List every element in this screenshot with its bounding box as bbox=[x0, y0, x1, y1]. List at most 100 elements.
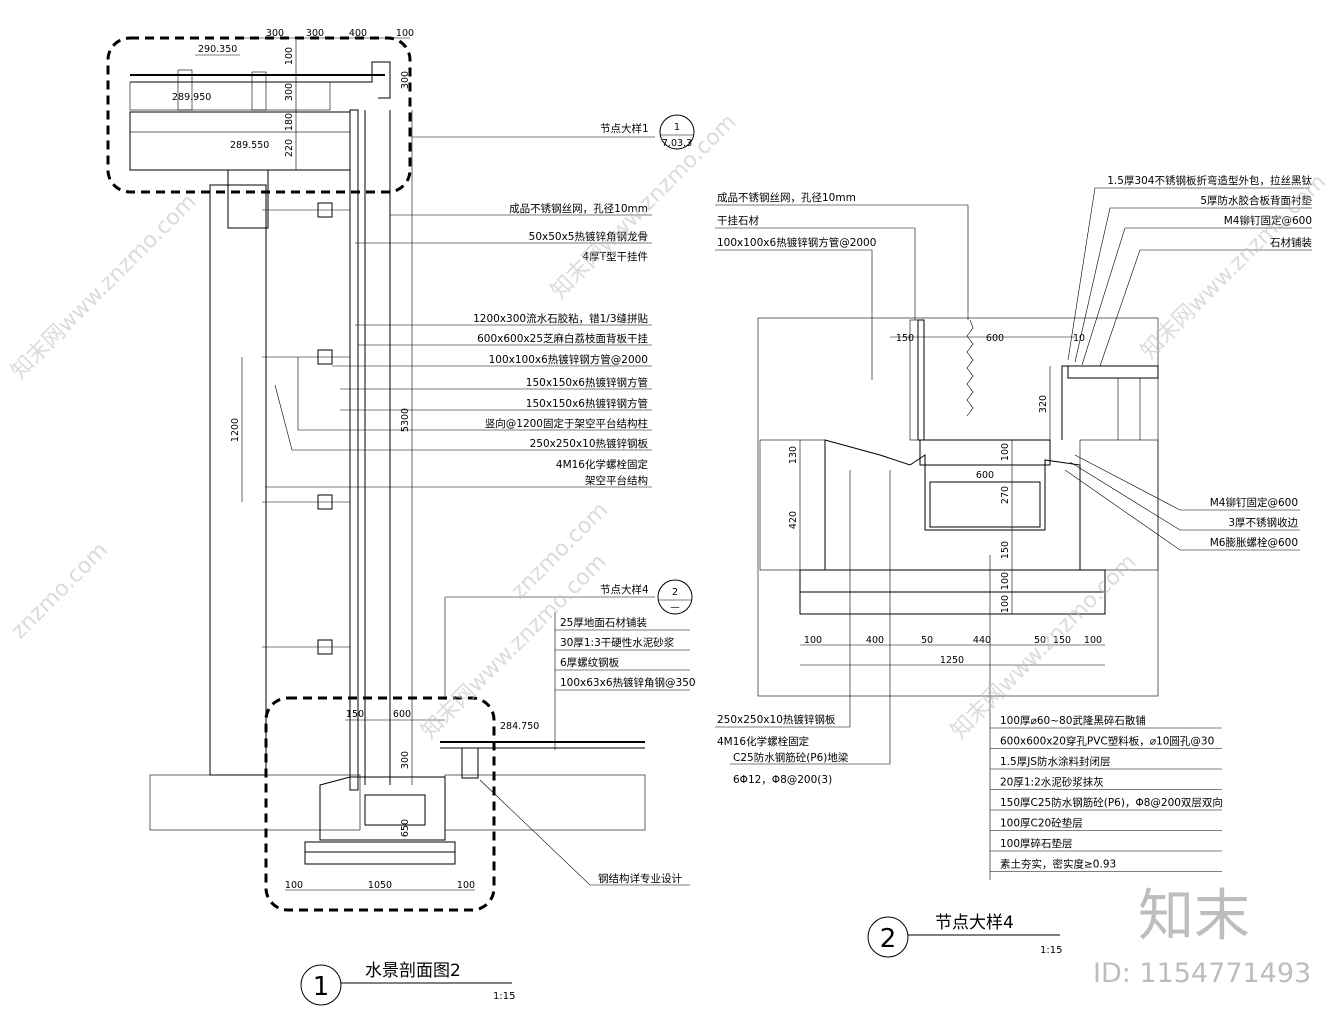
vdim-4: 220 bbox=[284, 139, 295, 157]
d2-dim-b-2: 400 bbox=[866, 635, 884, 646]
detail1-notes: 成品不锈钢丝网，孔径10mm 50x50x5热镀锌角钢龙骨 4厚T型干挂件 12… bbox=[265, 202, 696, 886]
layer-note: 100厚C20砼垫层 bbox=[1000, 817, 1083, 830]
layer-note: 150厚C25防水钢筋砼(P6)，Φ8@200双层双向 bbox=[1000, 796, 1223, 809]
d2-vdim-5: 270 bbox=[1000, 486, 1011, 504]
d2-dim-total: 1250 bbox=[940, 655, 964, 666]
ref1-label: 节点大样1 bbox=[600, 122, 649, 135]
d2-dim-b-5: 50 bbox=[1034, 635, 1046, 646]
base-dim-2: 1050 bbox=[368, 880, 392, 891]
detail2-layer-list: 100厚⌀60~80武隆黑碎石散铺 600x600x20穿孔PVC塑料板，⌀10圆… bbox=[990, 714, 1223, 872]
elevation-3: 289.550 bbox=[230, 140, 269, 151]
dim-top-2: 300 bbox=[306, 28, 324, 39]
detail2-title-text: 节点大样4 bbox=[935, 913, 1014, 933]
note-3: 4厚T型干挂件 bbox=[582, 250, 648, 263]
detail-callout-4 bbox=[264, 696, 496, 912]
note-6: 100x100x6热镀锌钢方管@2000 bbox=[489, 353, 648, 366]
pool-dim-3: 300 bbox=[400, 751, 411, 769]
detail1-scale: 1:15 bbox=[493, 991, 515, 1002]
ref1-sheet: 7.03.3 bbox=[662, 138, 692, 149]
d2-tl-note-1: 成品不锈钢丝网，孔径10mm bbox=[717, 191, 856, 204]
d2-tr-note-4: 石材铺装 bbox=[1270, 236, 1312, 249]
d2-tl-note-3: 100x100x6热镀锌钢方管@2000 bbox=[717, 236, 876, 249]
floor-note-4: 100x63x6热镀锌角钢@350 bbox=[560, 676, 696, 689]
d2-vdim-4: 100 bbox=[1000, 443, 1011, 461]
note-10: 250x250x10热镀锌钢板 bbox=[530, 437, 649, 450]
d2-dim-top-3: 10 bbox=[1073, 333, 1085, 344]
base-dim-1: 100 bbox=[285, 880, 303, 891]
ref4-circle bbox=[657, 579, 693, 615]
d2-tl-note-2: 干挂石材 bbox=[717, 214, 759, 227]
d2-tr-note-1: 1.5厚304不锈钢板折弯造型外包，拉丝黑钛 bbox=[1107, 174, 1312, 187]
d2-vdim-1: 320 bbox=[1038, 395, 1049, 413]
pool-dim-2: 600 bbox=[393, 709, 411, 720]
note-4: 1200x300流水石胶粘，错1/3缝拼贴 bbox=[473, 312, 648, 325]
d2-r-note-2: 3厚不锈钢收边 bbox=[1228, 516, 1298, 529]
height-dim: 5300 bbox=[400, 408, 411, 432]
dim-top-1: 300 bbox=[266, 28, 284, 39]
d2-vdim-6: 150 bbox=[1000, 541, 1011, 559]
vdim-5: 300 bbox=[400, 71, 411, 89]
pool-dim-4: 650 bbox=[400, 819, 411, 837]
detail2-title: 2 节点大样4 1:15 bbox=[867, 913, 1062, 958]
d2-tr-note-2: 5厚防水胶合板背面衬垫 bbox=[1200, 194, 1312, 207]
d2-dim-b-4: 440 bbox=[973, 635, 991, 646]
floor-note-2: 30厚1:3干硬性水泥砂浆 bbox=[560, 636, 675, 649]
steel-note: 钢结构详专业设计 bbox=[598, 872, 682, 885]
pool-dim-1: 150 bbox=[346, 709, 364, 720]
note-1: 成品不锈钢丝网，孔径10mm bbox=[509, 202, 648, 215]
note-12: 架空平台结构 bbox=[585, 474, 648, 487]
section-drawing-2: 150 600 10 320 130 420 100 270 150 100 1… bbox=[757, 317, 1159, 697]
note-8: 150x150x6热镀锌钢方管 bbox=[526, 397, 648, 410]
detail2-scale: 1:15 bbox=[1040, 945, 1062, 956]
ref4-sheet: — bbox=[670, 602, 680, 613]
d2-tr-note-3: M4铆钉固定@600 bbox=[1224, 214, 1312, 227]
layer-note: 100厚碎石垫层 bbox=[1000, 837, 1073, 850]
d2-r-note-1: M4铆钉固定@600 bbox=[1210, 496, 1298, 509]
layer-note: 20厚1:2水泥砂浆抹灰 bbox=[1000, 776, 1104, 789]
d2-bl-note-1: 250x250x10热镀锌钢板 bbox=[717, 713, 836, 726]
d2-vdim-3: 420 bbox=[788, 511, 799, 529]
note-9: 竖向@1200固定于架空平台结构柱 bbox=[485, 417, 649, 430]
elevation-4: 284.750 bbox=[500, 721, 539, 732]
detail1-number: 1 bbox=[313, 972, 330, 1002]
note-2: 50x50x5热镀锌角钢龙骨 bbox=[529, 230, 648, 243]
d2-vdim-2: 130 bbox=[788, 446, 799, 464]
brand-logo: 知末 bbox=[1138, 884, 1250, 949]
watermark-6: znzmo.com bbox=[7, 538, 113, 644]
elevation-2: 289.950 bbox=[172, 92, 211, 103]
d2-r-note-3: M6膨胀螺栓@600 bbox=[1210, 536, 1298, 549]
d2-bl-note-4: 6Φ12，Φ8@200(3) bbox=[733, 774, 832, 786]
d2-dim-top-1: 150 bbox=[896, 333, 914, 344]
d2-dim-mid: 600 bbox=[976, 470, 994, 481]
base-dim-3: 100 bbox=[457, 880, 475, 891]
ref1-circle bbox=[659, 114, 695, 150]
vdim-3: 180 bbox=[284, 113, 295, 131]
detail2-number: 2 bbox=[880, 924, 897, 954]
d2-dim-b-6: 150 bbox=[1053, 635, 1071, 646]
layer-note: 600x600x20穿孔PVC塑料板，⌀10圆孔@30 bbox=[1000, 735, 1214, 748]
ref4-num: 2 bbox=[672, 587, 678, 598]
layer-note: 素土夯实，密实度≥0.93 bbox=[1000, 858, 1116, 871]
spacing-dim: 1200 bbox=[230, 418, 241, 442]
d2-dim-b-1: 100 bbox=[804, 635, 822, 646]
layer-note: 1.5厚JS防水涂料封闭层 bbox=[1000, 755, 1110, 768]
d2-bl-note-3: C25防水钢筋砼(P6)地梁 bbox=[733, 751, 849, 764]
vdim-1: 100 bbox=[284, 47, 295, 65]
layer-note: 100厚⌀60~80武隆黑碎石散铺 bbox=[1000, 714, 1146, 727]
dim-top-4: 100 bbox=[396, 28, 414, 39]
note-7: 150x150x6热镀锌钢方管 bbox=[526, 376, 648, 389]
ref1-num: 1 bbox=[674, 122, 680, 133]
d2-dim-top-2: 600 bbox=[986, 333, 1004, 344]
ref4-label: 节点大样4 bbox=[600, 583, 649, 596]
d2-vdim-8: 100 bbox=[1000, 595, 1011, 613]
floor-note-3: 6厚螺纹钢板 bbox=[560, 656, 620, 669]
detail1-title: 1 水景剖面图2 1:15 bbox=[300, 961, 515, 1006]
vdim-2: 300 bbox=[284, 83, 295, 101]
watermark-1: 知末网www.znzmo.com bbox=[7, 189, 202, 384]
note-11: 4M16化学螺栓固定 bbox=[556, 458, 649, 471]
dim-top-3: 400 bbox=[349, 28, 367, 39]
detail2-notes: 成品不锈钢丝网，孔径10mm 干挂石材 100x100x6热镀锌钢方管@2000… bbox=[715, 174, 1312, 880]
floor-note-1: 25厚地面石材铺装 bbox=[560, 616, 647, 629]
watermark-layer: 知末网www.znzmo.com 知末网www.znzmo.com 知末网www… bbox=[7, 109, 1332, 744]
